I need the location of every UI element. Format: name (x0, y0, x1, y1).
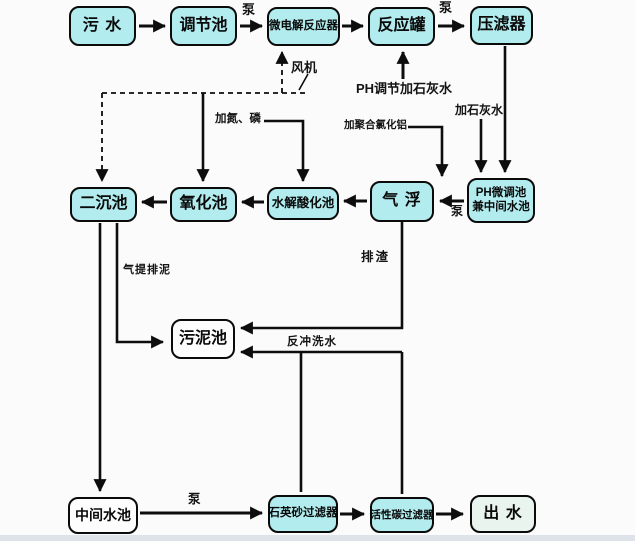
label-pump-top2: 泵 (439, 0, 453, 15)
node-micro-electrolysis-reactor: 微电解反应器 (267, 7, 340, 46)
label-blower: 风机 (291, 60, 318, 75)
node-activated-carbon-filter: 活性碳过滤器 (370, 497, 434, 533)
node-filter-press: 压滤器 (470, 6, 533, 45)
label-pump-top1: 泵 (242, 2, 256, 17)
node-intermediate-tank-label: 中间水池 (75, 507, 131, 524)
edge-airlift-sludge-to-sludge-tank (115, 223, 165, 349)
node-air-flotation-label: 气 浮 (382, 192, 422, 210)
node-reaction-tank: 反应罐 (368, 7, 435, 46)
edge-blower-leader (298, 73, 309, 91)
node-oxidation-tank: 氧化池 (170, 187, 237, 222)
edge-np-to-hydrolysis-tank (264, 119, 310, 183)
node-effluent: 出 水 (470, 495, 536, 533)
label-nitrogen-phosphorus: 加氮、磷 (215, 113, 261, 125)
node-regulating-tank: 调节池 (170, 6, 237, 46)
label-pump-bottom: 泵 (188, 492, 201, 506)
node-secondary-sedimentation-tank-label: 二沉池 (79, 195, 128, 213)
node-ph-adjust-tank-line1: PH微调池 (475, 187, 527, 200)
node-quartz-sand-filter: 石英砂过滤器 (268, 495, 338, 533)
node-quartz-sand-filter-label: 石英砂过滤器 (268, 507, 338, 520)
node-sewage: 污 水 (69, 6, 136, 46)
node-effluent-label: 出 水 (483, 504, 523, 522)
node-regulating-tank-label: 调节池 (179, 16, 228, 34)
node-micro-electrolysis-reactor-label: 微电解反应器 (269, 19, 338, 32)
edge-pac-to-air-flotation (408, 125, 449, 178)
label-pac: 加聚合氯化铝 (344, 119, 407, 131)
node-oxidation-tank-label: 氧化池 (179, 195, 228, 213)
node-activated-carbon-filter-label: 活性碳过滤器 (370, 508, 434, 521)
node-filter-press-label: 压滤器 (477, 16, 526, 34)
label-ph-lime: PH调节加石灰水 (356, 81, 453, 96)
label-pump-middle: 泵 (451, 204, 464, 218)
bottom-edge-strip (0, 535, 635, 541)
node-hydrolysis-acidification-tank: 水解酸化池 (267, 187, 339, 220)
node-ph-adjust-tank: PH微调池 兼中间水池 (467, 178, 535, 223)
node-secondary-sedimentation-tank: 二沉池 (70, 187, 137, 222)
label-airlift-sludge: 气提排泥 (123, 264, 171, 276)
label-slag-discharge: 排渣 (361, 250, 391, 264)
label-lime-water: 加石灰水 (455, 103, 504, 117)
label-backwash: 反冲洗水 (287, 336, 337, 348)
node-ph-adjust-tank-line2: 兼中间水池 (472, 200, 530, 213)
node-intermediate-tank: 中间水池 (68, 497, 138, 534)
node-reaction-tank-label: 反应罐 (377, 17, 426, 35)
node-sludge-tank-label: 污泥池 (178, 329, 227, 347)
edge-slag-to-sludge-tank (239, 222, 404, 335)
node-air-flotation: 气 浮 (370, 181, 434, 222)
node-sewage-label: 污 水 (82, 16, 123, 34)
node-sludge-tank: 污泥池 (171, 319, 235, 359)
node-hydrolysis-acidification-tank-label: 水解酸化池 (271, 196, 335, 211)
